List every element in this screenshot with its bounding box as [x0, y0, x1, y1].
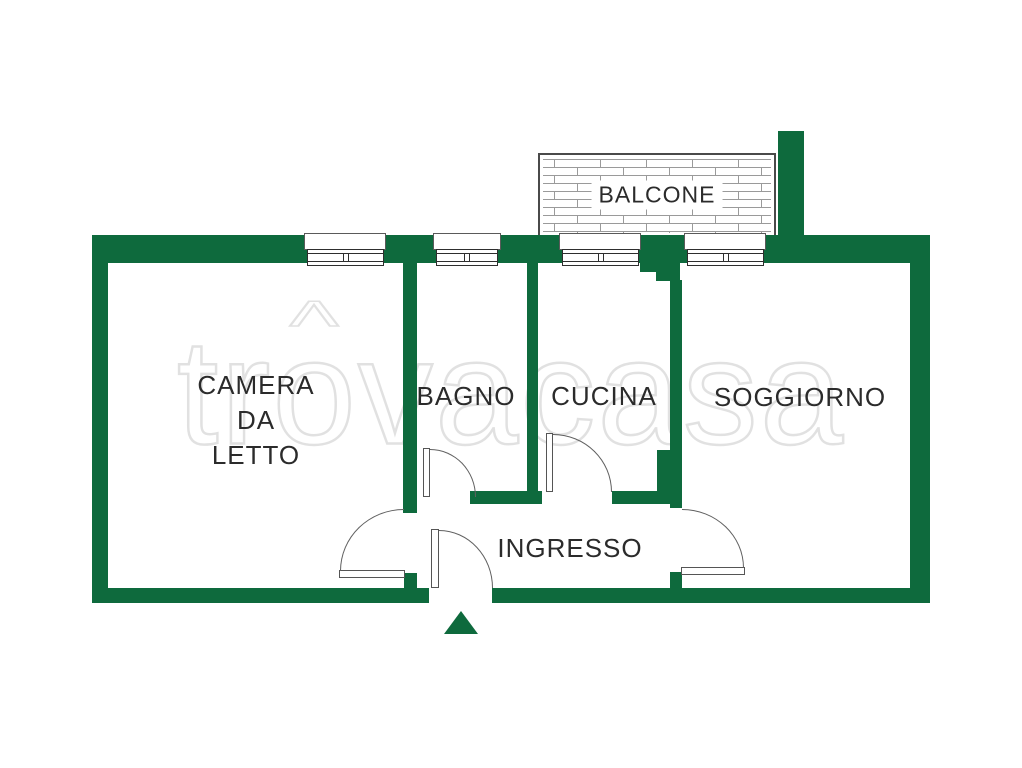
wall-stub-soggiorno-door [670, 572, 682, 588]
wall-camera-bagno [403, 263, 417, 513]
wall-bagno-cucina [527, 263, 538, 503]
balcone-area: BALCONE [538, 153, 776, 235]
door-swing-camera [340, 509, 404, 571]
door-leaf-camera [339, 570, 405, 578]
room-label-ingresso: INGRESSO [497, 533, 643, 563]
window-bagno-sill [433, 233, 501, 250]
window-soggiorno-sill [684, 233, 766, 250]
pillar [778, 131, 804, 235]
wall-cucina-soggiorno-top-a [640, 263, 680, 272]
window-camera-sill [304, 233, 386, 250]
wall-cucina-soggiorno [670, 280, 682, 508]
window-camera-frame [307, 249, 384, 266]
wall-bottom-left [92, 588, 429, 603]
window-cucina-sill [559, 233, 641, 250]
watermark-o: o [271, 306, 358, 477]
watermark-suffix: vacasa [357, 306, 846, 477]
wall-right [910, 235, 930, 603]
room-label-camera-da-letto: CAMERA DA LETTO [197, 370, 315, 470]
wall-bagno-bottom [470, 491, 542, 504]
window-cucina-frame [562, 249, 639, 266]
wall-cucina-soggiorno-top-b [656, 271, 680, 281]
door-leaf-entrance [431, 529, 439, 588]
room-label-balcone: BALCONE [591, 180, 723, 210]
wall-left [92, 235, 108, 603]
wall-stub-camera-door [404, 573, 417, 589]
entrance-arrow-icon [444, 611, 478, 634]
wall-bottom-right [492, 588, 930, 603]
room-label-cucina: CUCINA [551, 381, 657, 411]
door-leaf-bagno [423, 448, 430, 497]
watermark-roof-icon: ^ [288, 286, 341, 364]
window-bagno-frame [436, 249, 498, 266]
wall-top [92, 235, 930, 263]
watermark-prefix: tr [176, 306, 273, 477]
door-leaf-soggiorno [681, 567, 745, 575]
room-label-soggiorno: SOGGIORNO [713, 382, 887, 412]
door-swing-soggiorno [682, 509, 744, 568]
wall-cucina-soggiorno-notch [657, 450, 670, 496]
room-label-bagno: BAGNO [416, 381, 516, 411]
window-soggiorno-frame [687, 249, 764, 266]
door-leaf-cucina [546, 433, 553, 492]
trovacasa-watermark: tro^vacasa [176, 286, 846, 479]
